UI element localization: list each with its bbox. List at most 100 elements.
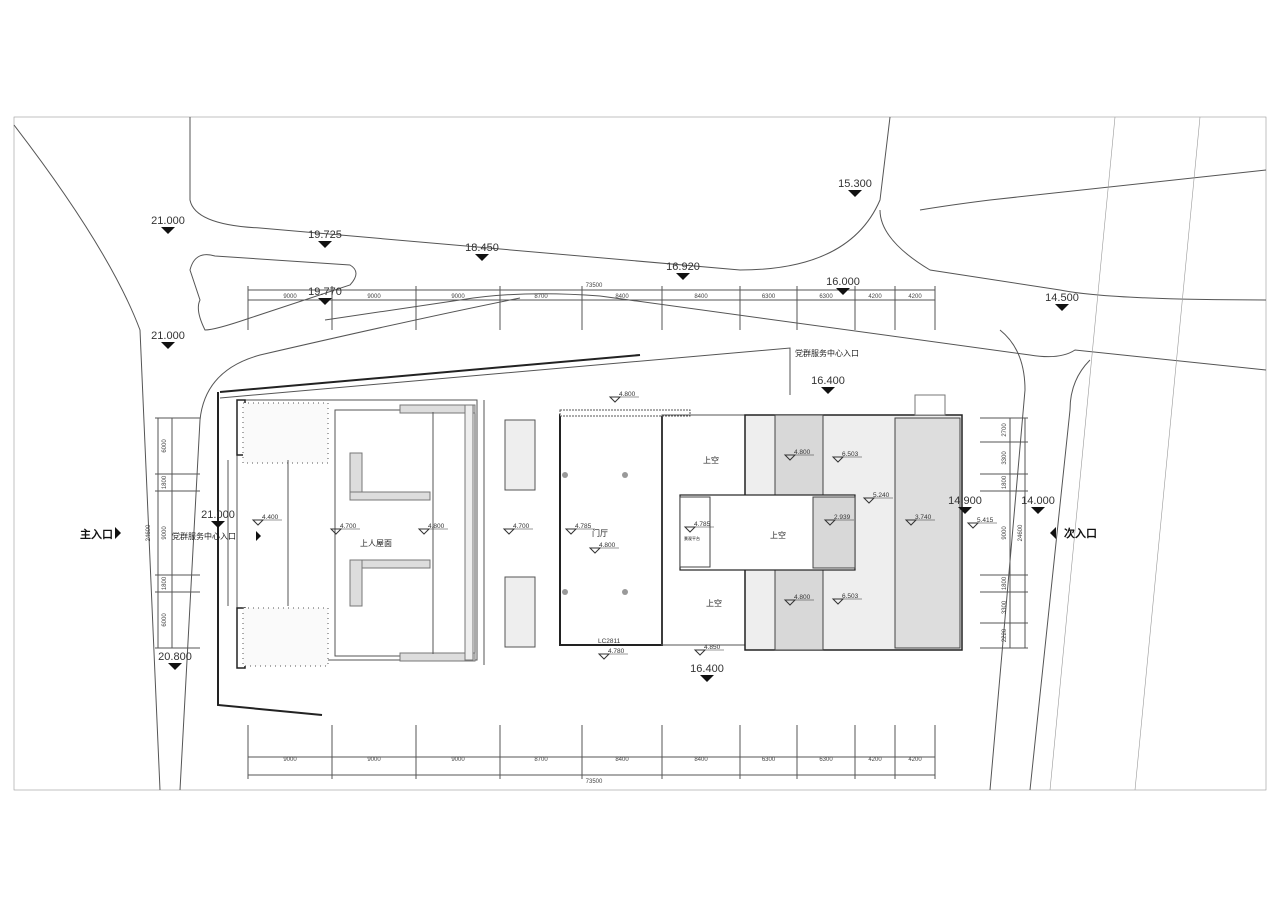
right-dim-segment: 2220 <box>1002 628 1008 642</box>
elevation-marker-icon <box>958 507 972 514</box>
level-label: 4.800 <box>599 542 616 549</box>
door-tag: LC2811 <box>598 638 621 645</box>
level-marker-icon <box>502 528 516 535</box>
top-dim-segment: 4200 <box>908 294 922 300</box>
level-marker-icon <box>417 528 431 535</box>
bottom-dim-segment: 9000 <box>283 757 297 763</box>
top-dim-segment: 6300 <box>762 294 776 300</box>
right-total-dim: 24600 <box>1018 524 1024 541</box>
level-label: 4.700 <box>513 523 530 530</box>
void-label: 上空 <box>706 598 722 608</box>
right-dim-segment: 3300 <box>1002 451 1008 465</box>
level-marker-icon <box>823 519 837 526</box>
level-label: 4.785 <box>575 523 592 530</box>
right-dim-segment: 1800 <box>1002 576 1008 590</box>
bottom-dim-segment: 8400 <box>694 757 708 763</box>
secondary-entrance-arrow-icon <box>1050 527 1056 539</box>
elevation-label: 15.300 <box>838 178 872 190</box>
left-dim-segment: 1800 <box>162 475 168 489</box>
elevation-label: 21.000 <box>151 215 185 227</box>
bottom-dim-segment: 6300 <box>819 757 833 763</box>
elevation-marker-icon <box>836 288 850 295</box>
top-dim-segment: 8400 <box>694 294 708 300</box>
bottom-dim-segment: 4200 <box>868 757 882 763</box>
top-dim-segment: 8700 <box>534 294 548 300</box>
elevation-label: 18.450 <box>465 242 499 254</box>
right-dim-segment: 9000 <box>1002 526 1008 540</box>
secondary-entrance-label: 次入口 <box>1064 526 1097 540</box>
elevation-marker-icon <box>1055 304 1069 311</box>
elevation-label: 21.000 <box>151 330 185 342</box>
elevation-label: 14.900 <box>948 495 982 507</box>
level-label: 4.780 <box>608 648 625 655</box>
bottom-dim-segment: 6300 <box>762 757 776 763</box>
left-dim-segment: 1800 <box>162 576 168 590</box>
level-label: 6.503 <box>842 451 859 458</box>
elevation-marker-icon <box>821 387 835 394</box>
level-label: 5.415 <box>977 517 994 524</box>
right-dim-segment: 3300 <box>1002 600 1008 614</box>
bottom-dim-segment: 9000 <box>367 757 381 763</box>
drawing-frame <box>13 116 1267 791</box>
level-label: 3.740 <box>915 514 932 521</box>
platform-label: 景观平台 <box>684 535 700 541</box>
left-dim-segment: 6000 <box>162 439 168 453</box>
bottom-dim-segment: 9000 <box>451 757 465 763</box>
elevation-label: 16.000 <box>826 276 860 288</box>
level-marker-icon <box>251 519 265 526</box>
building <box>217 347 963 716</box>
left-dim-segment: 6000 <box>162 613 168 627</box>
level-marker-icon <box>831 598 845 605</box>
level-label: 2.939 <box>834 514 851 521</box>
level-label: 6.503 <box>842 593 859 600</box>
level-marker-icon <box>862 497 876 504</box>
elevation-label: 16.400 <box>690 663 724 675</box>
right-dim-segment: 2700 <box>1002 423 1008 437</box>
level-marker-icon <box>588 547 602 554</box>
elevation-label: 14.000 <box>1021 495 1055 507</box>
bottom-dim-segment: 8400 <box>615 757 629 763</box>
top-dim-segment: 6300 <box>819 294 833 300</box>
main-entrance-label: 主入口 <box>80 527 113 541</box>
main-entrance-arrow-icon <box>115 527 121 539</box>
bottom-dim-segment: 4200 <box>908 757 922 763</box>
elevation-label: 19.725 <box>308 229 342 241</box>
elevation-marker-icon <box>676 273 690 280</box>
level-label: 4.785 <box>694 521 711 528</box>
service-center-entrance-left: 党群服务中心入口 <box>172 531 236 541</box>
bottom-dim-segment: 8700 <box>534 757 548 763</box>
lobby-label: 门厅 <box>592 528 608 538</box>
left-dim-segment: 9000 <box>162 526 168 540</box>
level-marker-icon <box>564 528 578 535</box>
level-label: 4.800 <box>428 523 445 530</box>
level-marker-icon <box>608 396 622 403</box>
elevation-marker-icon <box>211 521 225 528</box>
top-dim-segment: 4200 <box>868 294 882 300</box>
level-marker-icon <box>597 653 611 660</box>
level-label: 4.700 <box>340 523 357 530</box>
level-marker-icon <box>904 519 918 526</box>
level-label: 4.850 <box>704 644 721 651</box>
elevation-label: 19.770 <box>308 286 342 298</box>
void-label: 上空 <box>770 530 786 540</box>
top-dim-segment: 9000 <box>283 294 297 300</box>
elevation-label: 21.000 <box>201 509 235 521</box>
top-dim-segment: 8400 <box>615 294 629 300</box>
level-marker-icon <box>693 649 707 656</box>
level-marker-icon <box>683 526 697 533</box>
void-label: 上空 <box>703 455 719 465</box>
level-label: 5.240 <box>873 492 890 499</box>
elevation-marker-icon <box>161 342 175 349</box>
elevation-marker-icon <box>318 241 332 248</box>
top-total-dim: 73500 <box>586 283 603 289</box>
level-marker-icon <box>831 456 845 463</box>
elevation-marker-icon <box>168 663 182 670</box>
left-total-dim: 24600 <box>146 524 152 541</box>
level-marker-icon <box>329 528 343 535</box>
entrance-arrow-icon <box>256 531 261 541</box>
bottom-total-dim: 73500 <box>586 779 603 785</box>
roads <box>13 116 1267 791</box>
level-marker-icon <box>966 522 980 529</box>
elevation-marker-icon <box>475 254 489 261</box>
